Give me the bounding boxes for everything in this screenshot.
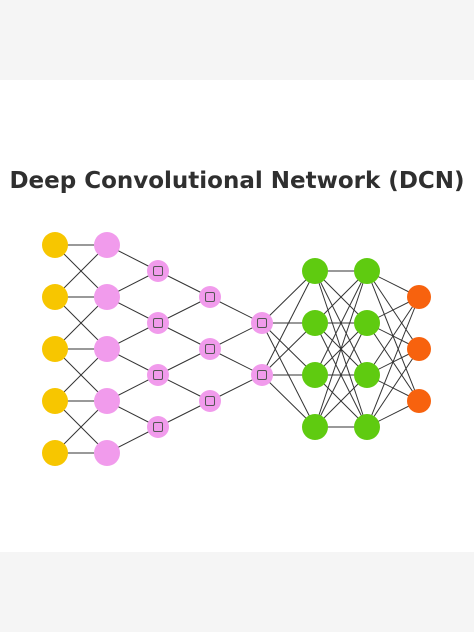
hidden-1-neuron bbox=[94, 440, 120, 466]
edge bbox=[314, 322, 368, 428]
hidden-1-neuron bbox=[94, 388, 120, 414]
conv-1-neuron bbox=[147, 416, 169, 438]
kernel-square-icon bbox=[257, 370, 267, 380]
edge bbox=[314, 270, 368, 376]
top-band bbox=[0, 0, 474, 80]
diagram-panel bbox=[0, 80, 474, 552]
conv-2-neuron bbox=[199, 338, 221, 360]
kernel-square-icon bbox=[205, 344, 215, 354]
dense-1-neuron bbox=[302, 310, 328, 336]
conv-2-neuron bbox=[199, 390, 221, 412]
input-neuron bbox=[42, 232, 68, 258]
output-neuron bbox=[407, 337, 431, 361]
kernel-square-icon bbox=[153, 422, 163, 432]
bottom-band bbox=[0, 552, 474, 632]
dense-2-neuron bbox=[354, 310, 380, 336]
conv-3-neuron bbox=[251, 312, 273, 334]
neurons bbox=[42, 232, 431, 466]
input-neuron bbox=[42, 440, 68, 466]
kernel-square-icon bbox=[153, 318, 163, 328]
conv-2-neuron bbox=[199, 286, 221, 308]
kernel-square-icon bbox=[153, 266, 163, 276]
edge bbox=[314, 270, 368, 428]
input-neuron bbox=[42, 388, 68, 414]
input-neuron bbox=[42, 284, 68, 310]
conv-1-neuron bbox=[147, 260, 169, 282]
dense-1-neuron bbox=[302, 362, 328, 388]
kernel-square-icon bbox=[205, 292, 215, 302]
dense-1-neuron bbox=[302, 414, 328, 440]
dense-1-neuron bbox=[302, 258, 328, 284]
diagram-title: Deep Convolutional Network (DCN) bbox=[9, 168, 465, 194]
dense-2-neuron bbox=[354, 258, 380, 284]
kernel-square-icon bbox=[257, 318, 267, 328]
input-neuron bbox=[42, 336, 68, 362]
hidden-1-neuron bbox=[94, 284, 120, 310]
kernel-square-icon bbox=[205, 396, 215, 406]
conv-1-neuron bbox=[147, 312, 169, 334]
dense-2-neuron bbox=[354, 414, 380, 440]
edge bbox=[366, 296, 420, 428]
output-neuron bbox=[407, 285, 431, 309]
kernel-square-icon bbox=[153, 370, 163, 380]
hidden-1-neuron bbox=[94, 336, 120, 362]
dense-2-neuron bbox=[354, 362, 380, 388]
hidden-1-neuron bbox=[94, 232, 120, 258]
conv-1-neuron bbox=[147, 364, 169, 386]
conv-3-neuron bbox=[251, 364, 273, 386]
output-neuron bbox=[407, 389, 431, 413]
edge bbox=[261, 270, 316, 376]
edge bbox=[366, 348, 420, 428]
edge bbox=[366, 296, 420, 376]
